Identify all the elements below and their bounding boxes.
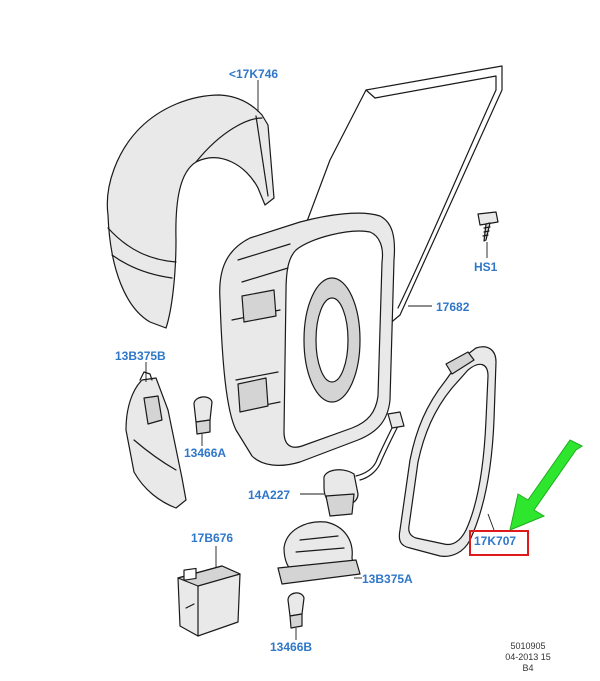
leader-17k707 bbox=[487, 513, 495, 531]
label-hs1: HS1 bbox=[474, 260, 498, 274]
label-17b676: 17B676 bbox=[191, 531, 234, 545]
label-13466b: 13466B bbox=[270, 640, 313, 654]
puddle-lamp-housing bbox=[277, 521, 361, 585]
mirror-glass bbox=[398, 346, 497, 557]
pointer-arrow bbox=[509, 439, 583, 531]
reference-code: 5010905 bbox=[510, 641, 546, 651]
label-17k746: <17K746 bbox=[229, 67, 279, 81]
label-17k707: 17K707 bbox=[474, 534, 517, 548]
label-13466a: 13466A bbox=[184, 446, 227, 460]
highlight-box-17k707 bbox=[469, 530, 529, 556]
label-13b375a: 13B375A bbox=[362, 572, 413, 586]
bulb-13466a bbox=[193, 396, 213, 435]
screw-hs1 bbox=[477, 211, 499, 242]
reference-date: 04-2013 15 bbox=[505, 652, 551, 662]
mirror-housing bbox=[219, 212, 396, 466]
label-13b375b: 13B375B bbox=[115, 349, 166, 363]
mirror-cover-cap bbox=[106, 94, 275, 329]
label-17682: 17682 bbox=[436, 300, 470, 314]
mirror-switch bbox=[177, 565, 241, 637]
bulb-holder-harness bbox=[323, 411, 405, 517]
reference-sheet: B4 bbox=[522, 663, 534, 673]
side-lamp-lens bbox=[125, 371, 187, 509]
label-14a227: 14A227 bbox=[248, 488, 291, 502]
bulb-13466b bbox=[287, 592, 305, 629]
diagram-reference: 5010905 04-2013 15 B4 bbox=[500, 641, 556, 674]
